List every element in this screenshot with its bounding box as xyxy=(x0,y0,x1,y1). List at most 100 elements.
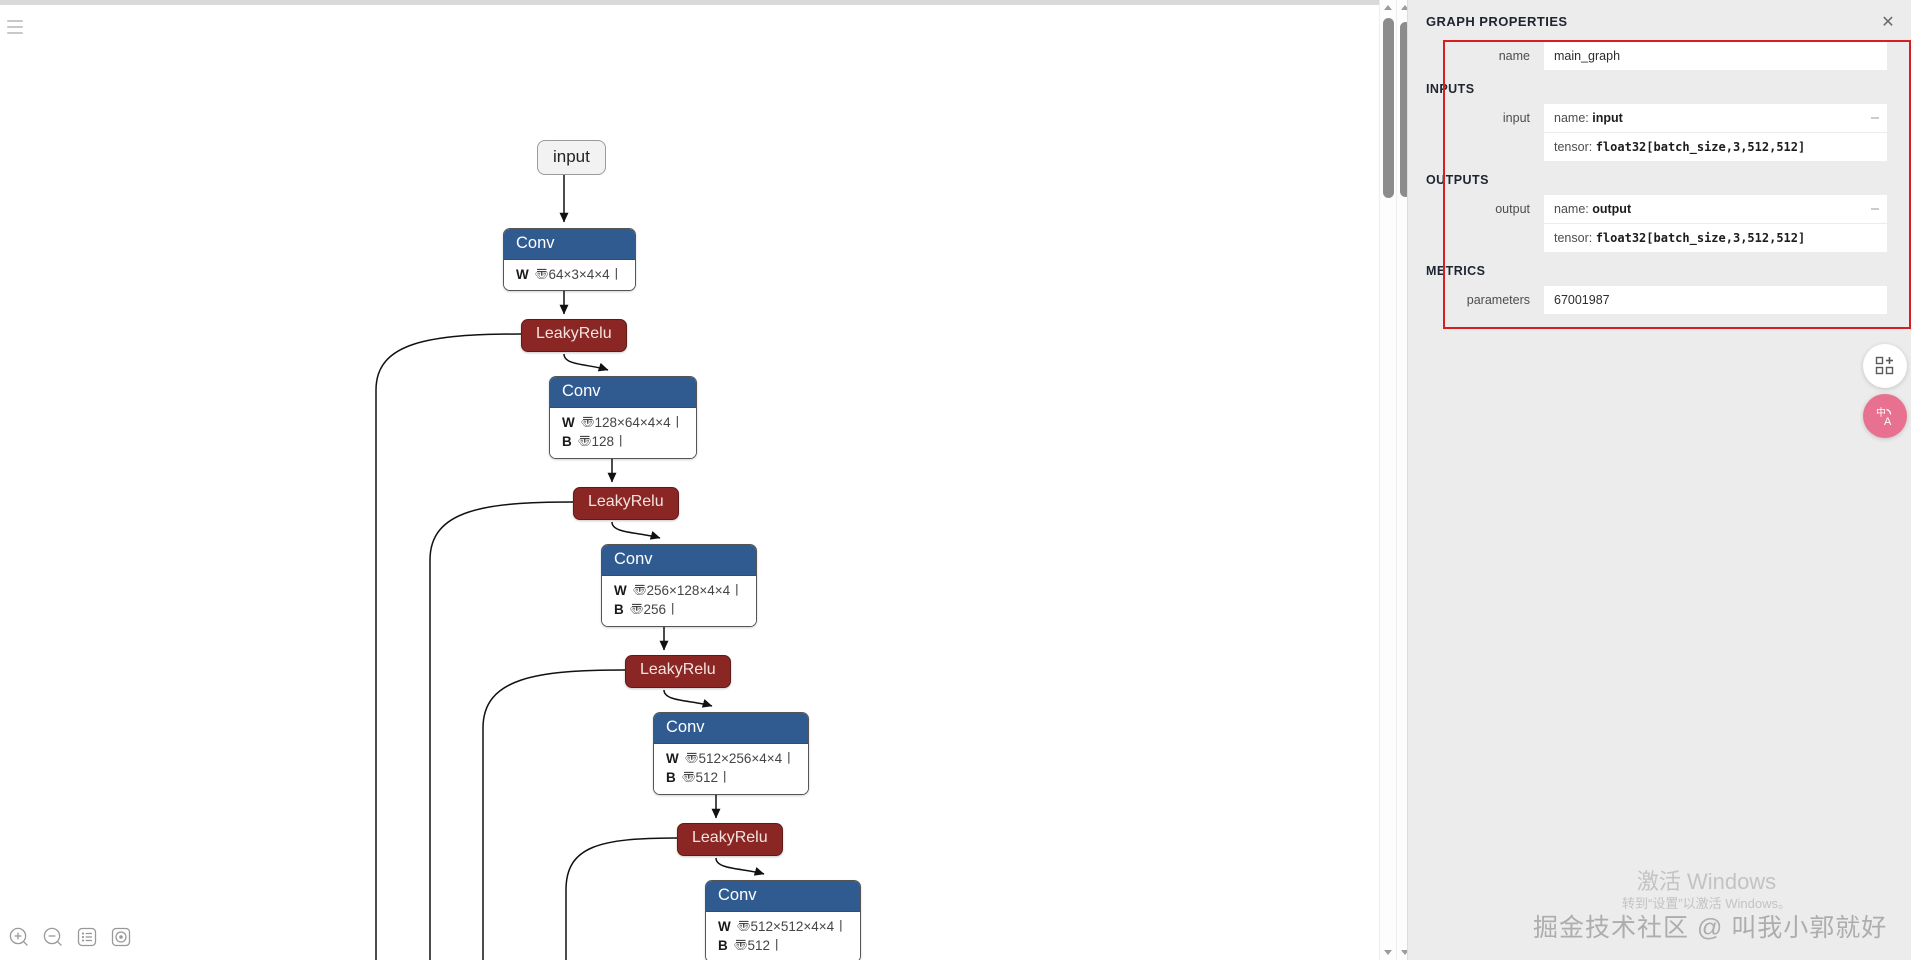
node-attributes: W 〠128×64×4×4〡 B 〠128〡 xyxy=(550,408,697,458)
graph-node-activation-8[interactable]: LeakyRelu xyxy=(677,823,783,856)
output-name-line[interactable]: name: output xyxy=(1544,195,1887,223)
outputs-section-label: OUTPUTS xyxy=(1426,173,1489,187)
parameters-field[interactable]: 67001987 xyxy=(1544,286,1887,314)
node-label: Conv xyxy=(654,713,808,745)
panel-title: GRAPH PROPERTIES xyxy=(1426,13,1568,29)
node-label: input xyxy=(537,140,606,175)
parameters-label: parameters xyxy=(1466,293,1530,307)
top-divider xyxy=(0,0,1396,5)
attribute-key: W xyxy=(666,751,679,767)
graph-edges xyxy=(375,175,765,960)
attribute-value: 〠512〡 xyxy=(733,938,784,954)
node-attribute-row: B 〠256〡 xyxy=(614,600,744,619)
page-scroll-up-arrow-icon[interactable] xyxy=(1401,5,1409,10)
page-scroll-down-arrow-icon[interactable] xyxy=(1401,950,1409,955)
input-name-key: name: xyxy=(1554,111,1589,125)
output-tensor-value: float32[batch_size,3,512,512] xyxy=(1595,231,1806,245)
node-attribute-row: B 〠512〡 xyxy=(718,936,848,955)
graph-node-io-input[interactable]: input xyxy=(537,140,606,175)
graph-name-row: name main_graph xyxy=(1426,42,1887,70)
attribute-key: B xyxy=(666,770,676,786)
collapse-icon[interactable] xyxy=(1871,117,1879,119)
screenshot-capture-button[interactable] xyxy=(1863,344,1907,388)
inputs-section-label: INPUTS xyxy=(1426,82,1475,96)
zoom-out-button[interactable] xyxy=(42,926,64,948)
attribute-value: 〠512×512×4×4〡 xyxy=(736,919,848,935)
metrics-section-label: METRICS xyxy=(1426,264,1486,278)
reset-target-icon xyxy=(111,927,131,947)
node-label: LeakyRelu xyxy=(625,655,731,688)
attribute-key: B xyxy=(562,434,572,450)
screenshot-capture-icon xyxy=(1875,356,1894,375)
node-attribute-row: W 〠512×512×4×4〡 xyxy=(718,917,848,936)
properties-body: name main_graph INPUTS input name: input… xyxy=(1408,42,1911,314)
translate-icon: 中 A xyxy=(1876,406,1892,428)
input-tensor-line: tensor: float32[batch_size,3,512,512] xyxy=(1544,132,1887,161)
canvas-vertical-scrollbar[interactable] xyxy=(1379,0,1396,960)
input-field[interactable]: name: input tensor: float32[batch_size,3… xyxy=(1544,104,1887,161)
properties-header: GRAPH PROPERTIES ✕ xyxy=(1408,0,1911,42)
input-name-line[interactable]: name: input xyxy=(1544,104,1887,132)
output-field[interactable]: name: output tensor: float32[batch_size,… xyxy=(1544,195,1887,252)
output-name-key: name: xyxy=(1554,202,1589,216)
attribute-value: 〠128×64×4×4〡 xyxy=(580,415,685,431)
node-label: LeakyRelu xyxy=(573,487,679,520)
close-icon[interactable]: ✕ xyxy=(1881,14,1895,31)
translate-button[interactable]: 中 A xyxy=(1863,394,1907,438)
scroll-up-arrow-icon[interactable] xyxy=(1384,5,1392,10)
attribute-value: 〠256〡 xyxy=(629,602,680,618)
collapse-icon[interactable] xyxy=(1871,208,1879,210)
node-attribute-row: W〠256×128×4×4〡 xyxy=(614,581,744,600)
output-name-value: output xyxy=(1592,202,1632,216)
zoom-in-button[interactable] xyxy=(8,926,30,948)
node-label: LeakyRelu xyxy=(677,823,783,856)
properties-icon xyxy=(77,927,97,947)
graph-name-field[interactable]: main_graph xyxy=(1544,42,1887,70)
node-attributes: W〠256×128×4×4〡 B 〠256〡 xyxy=(602,576,756,626)
graph-node-activation-2[interactable]: LeakyRelu xyxy=(521,319,627,352)
svg-text:A: A xyxy=(1884,416,1892,428)
page-scrollbar-thumb[interactable] xyxy=(1400,22,1411,197)
input-name-value: input xyxy=(1592,111,1623,125)
parameters-row: parameters 67001987 xyxy=(1426,286,1887,314)
input-tensor-key: tensor: xyxy=(1554,140,1593,154)
output-tensor-key: tensor: xyxy=(1554,231,1593,245)
input-label: input xyxy=(1502,111,1530,125)
node-attribute-row: W 〠64×3×4×4〡 xyxy=(516,265,623,284)
canvas-toolbar xyxy=(8,926,132,948)
node-label: Conv xyxy=(602,545,756,577)
output-row: output name: output tensor: float32[batc… xyxy=(1426,195,1887,252)
hamburger-menu-icon[interactable] xyxy=(4,18,26,36)
scrollbar-thumb[interactable] xyxy=(1383,18,1394,198)
attribute-key: W xyxy=(516,267,529,283)
output-tensor-line: tensor: float32[batch_size,3,512,512] xyxy=(1544,223,1887,252)
attribute-key: B xyxy=(718,938,728,954)
attribute-key: B xyxy=(614,602,624,618)
scroll-down-arrow-icon[interactable] xyxy=(1384,950,1392,955)
attribute-key: W xyxy=(718,919,731,935)
attribute-key: W xyxy=(562,415,575,431)
graph-node-activation-6[interactable]: LeakyRelu xyxy=(625,655,731,688)
parameters-value: 67001987 xyxy=(1544,286,1887,314)
attribute-value: 〠512×256×4×4〡 xyxy=(684,751,796,767)
node-attribute-row: W 〠128×64×4×4〡 xyxy=(562,413,684,432)
node-attribute-row: B 〠128〡 xyxy=(562,432,684,451)
reset-view-button[interactable] xyxy=(110,926,132,948)
node-label: Conv xyxy=(550,377,697,409)
attribute-value: 〠64×3×4×4〡 xyxy=(534,267,624,283)
properties-button[interactable] xyxy=(76,926,98,948)
node-label: Conv xyxy=(706,881,860,913)
attribute-value: 〠128〡 xyxy=(577,434,628,450)
zoom-in-icon xyxy=(9,927,28,946)
graph-node-activation-4[interactable]: LeakyRelu xyxy=(573,487,679,520)
